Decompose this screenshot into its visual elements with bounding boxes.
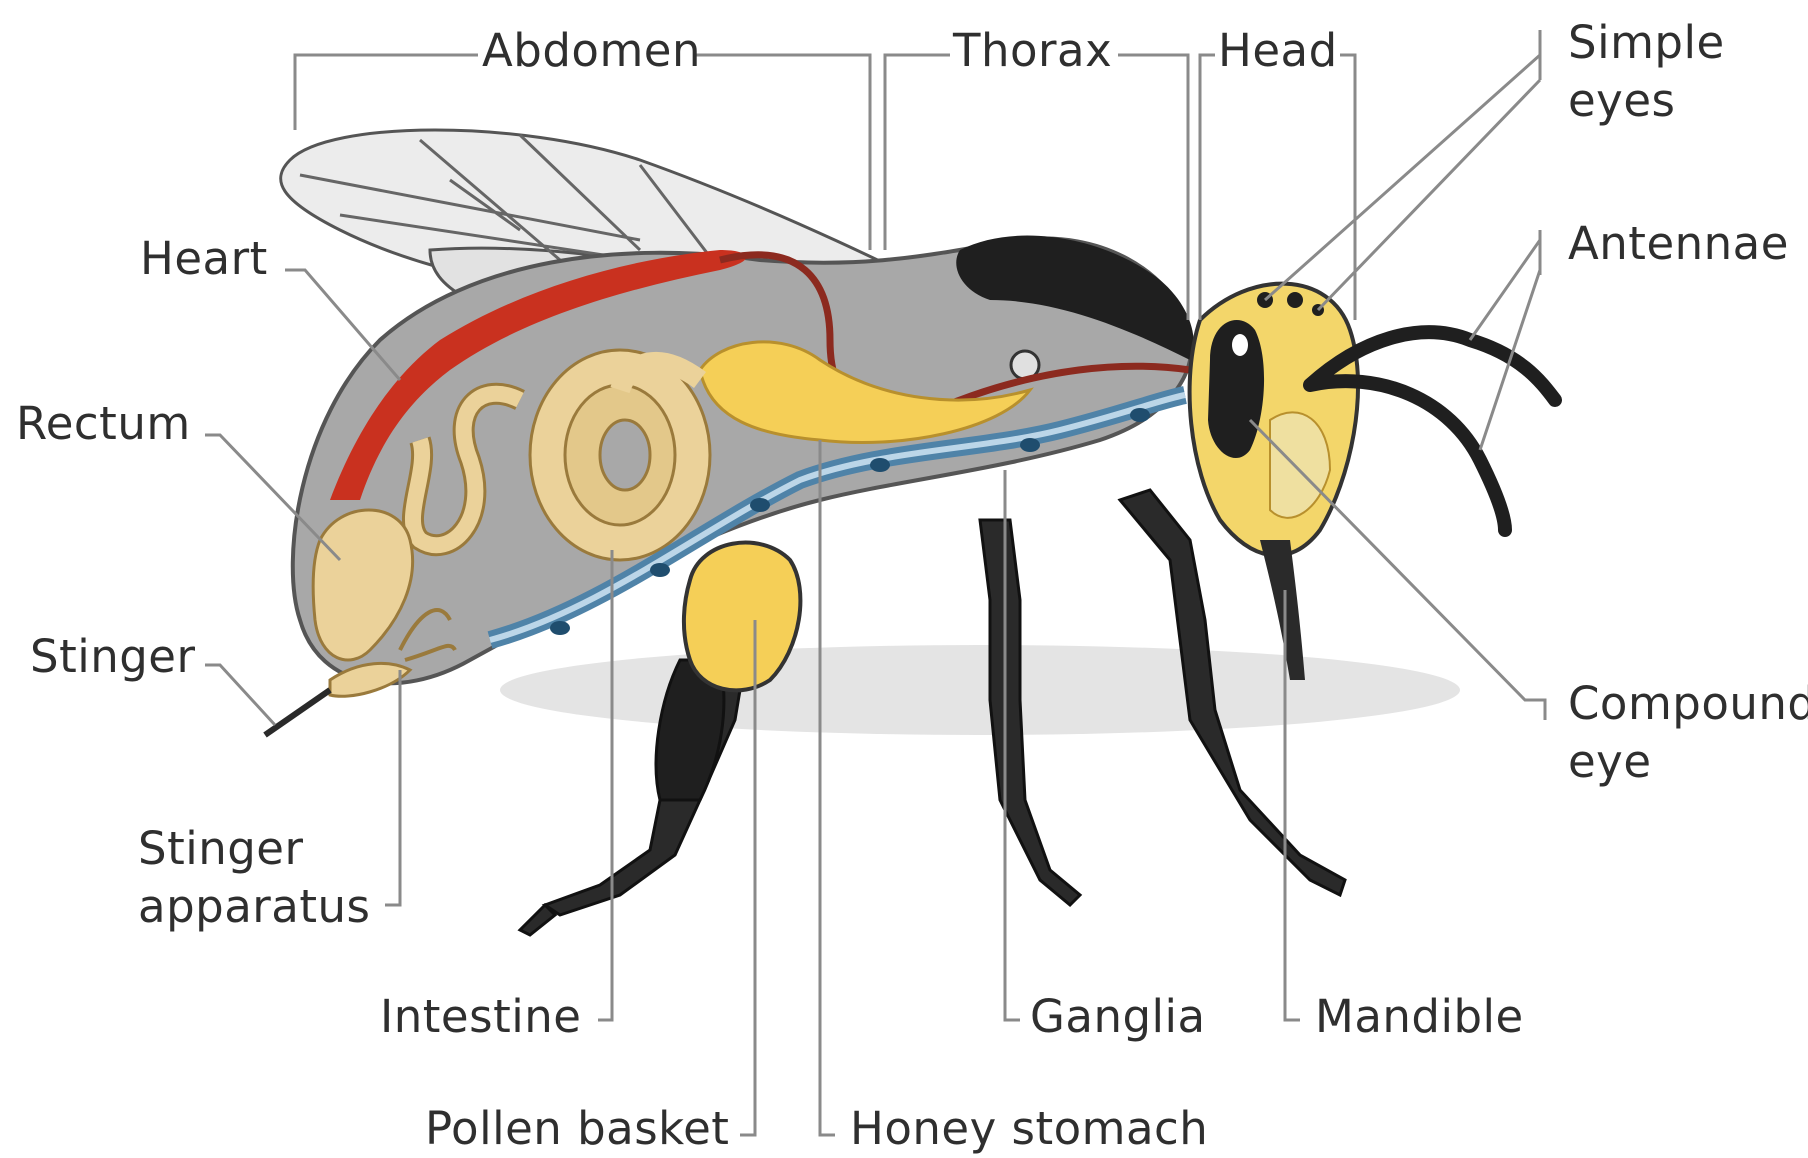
- label-stinger-apparatus: Stinger apparatus: [138, 820, 370, 936]
- label-ganglia: Ganglia: [1030, 988, 1206, 1046]
- label-simple-eyes-line1: Simple: [1568, 14, 1725, 72]
- label-mandible: Mandible: [1315, 988, 1524, 1046]
- label-stinger-apparatus-line1: Stinger: [138, 820, 370, 878]
- label-heart: Heart: [140, 230, 268, 288]
- label-compound-eye-line2: eye: [1568, 733, 1808, 791]
- label-rectum: Rectum: [16, 395, 191, 453]
- label-simple-eyes: Simple eyes: [1568, 14, 1725, 130]
- label-pollen-basket: Pollen basket: [425, 1100, 729, 1158]
- label-thorax: Thorax: [953, 22, 1112, 80]
- label-antennae: Antennae: [1568, 215, 1789, 273]
- hind-foot: [520, 905, 555, 935]
- honey-stomach-leader: [820, 440, 835, 1135]
- label-head: Head: [1218, 22, 1338, 80]
- ground-shadow: [500, 645, 1460, 735]
- label-compound-eye-line1: Compound: [1568, 675, 1808, 733]
- intestine-leader: [598, 550, 612, 1020]
- stinger-organ: [265, 690, 330, 735]
- stinger-leader: [205, 665, 275, 725]
- label-stinger: Stinger: [30, 628, 195, 686]
- label-stinger-apparatus-line2: apparatus: [138, 878, 370, 936]
- label-compound-eye: Compound eye: [1568, 675, 1808, 791]
- label-honey-stomach: Honey stomach: [850, 1100, 1208, 1158]
- label-abdomen: Abdomen: [482, 22, 701, 80]
- eye-highlight: [1232, 334, 1248, 356]
- label-simple-eyes-line2: eyes: [1568, 72, 1725, 130]
- label-intestine: Intestine: [380, 988, 581, 1046]
- head-leader: [1200, 55, 1355, 320]
- stinger-apparatus-leader: [385, 670, 400, 905]
